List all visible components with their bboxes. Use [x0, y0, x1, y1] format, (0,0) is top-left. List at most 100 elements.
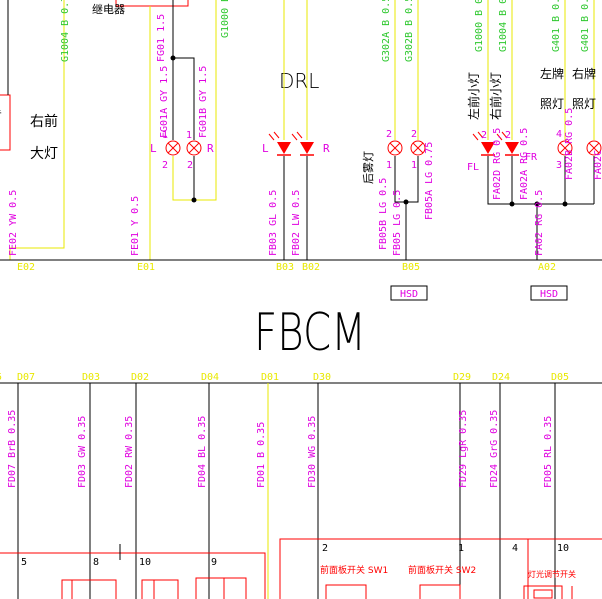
- right-headlamp-label-2: 大灯: [30, 146, 58, 162]
- switch-pin-1: 1: [458, 543, 464, 554]
- label-fg01a: FG01A GY 1.5: [159, 66, 170, 138]
- switch-pin-9: 9: [211, 557, 217, 568]
- fog-lamp-right-icon: [186, 140, 202, 156]
- junction-fg01: [170, 55, 176, 61]
- pin-d24: D24: [492, 372, 510, 383]
- plate-right-label-2: 照灯: [572, 97, 596, 111]
- switch-pin-4: 4: [512, 543, 518, 554]
- label-fa02a: FA02A RG 0.5: [519, 128, 530, 200]
- fog-pin-1b: 1: [186, 130, 192, 141]
- fog-lamp-left-icon: [165, 140, 181, 156]
- hsd-badge-2-label: HSD: [540, 289, 558, 300]
- position-led-right-icon: [496, 131, 519, 156]
- relay-label: 继电器: [92, 3, 125, 16]
- position-pin-2a: 2: [481, 130, 487, 141]
- wire-fe02: [9, 0, 65, 260]
- hsd-badge-1-label: HSD: [400, 289, 418, 300]
- right-position-label: 右前小灯: [488, 72, 503, 120]
- pin-d04: D04: [201, 372, 219, 383]
- drl-led-right-icon: [291, 131, 314, 156]
- label-g401b: G401 B 0.5: [580, 0, 591, 52]
- pin-e02: E02: [17, 262, 35, 273]
- plate-pin-3: 3: [556, 160, 562, 171]
- junction-rear-fog: [403, 199, 409, 205]
- left-position-label: 左前小灯: [466, 72, 481, 120]
- label-fd01: FD01 B 0.35: [256, 422, 267, 488]
- label-fa02b: FA02B RG 0.5: [564, 108, 575, 180]
- pin-d03: D03: [82, 372, 100, 383]
- position-pin-fr: FR: [525, 152, 538, 163]
- top-section: 继电器 亓 右前 大灯 G1004 B 0.75 FE02 YW 0.5 FE0…: [0, 0, 602, 260]
- pin-d05: D05: [551, 372, 569, 383]
- label-g401a: G401 B 0.5: [551, 0, 562, 52]
- label-fd29: FD29 LgR 0.35: [458, 410, 469, 488]
- module-title: FBCM: [254, 303, 366, 363]
- label-fg01b: FG01B GY 1.5: [198, 66, 209, 138]
- pin-d07: D07: [17, 372, 35, 383]
- pin-e01: E01: [137, 262, 155, 273]
- plate-lamp-left-icon: [557, 140, 573, 156]
- label-fd03: FD03 GW 0.35: [77, 416, 88, 488]
- label-g1004: G1004 B 0.75: [60, 0, 71, 62]
- drl-pin-l: L: [262, 142, 269, 155]
- junction-fa02: [534, 201, 540, 207]
- sw2-label: 前面板开关 SW2: [408, 564, 476, 576]
- pin-b03: B03: [276, 262, 294, 273]
- plate-lamp-right-icon: [586, 140, 602, 156]
- bottom-section: FD07 BrB 0.35 FD03 GW 0.35 FD02 RW 0.35 …: [0, 383, 602, 599]
- switch-sub-b: [141, 579, 179, 599]
- position-led-left-icon: [472, 131, 495, 156]
- fog-pin-l: L: [150, 142, 157, 155]
- junction-plate: [562, 201, 568, 207]
- pin-d02: D02: [131, 372, 149, 383]
- label-fb02: FB02 LW 0.5: [291, 190, 302, 256]
- wire-position-join: [487, 156, 594, 205]
- rear-fog-pin-1a: 1: [386, 160, 392, 171]
- label-fd24: FD24 GrG 0.35: [489, 410, 500, 488]
- pin-b02: B02: [302, 262, 320, 273]
- rear-fog-lamp-right-icon: [410, 140, 426, 156]
- label-g302a: G302A B 0.5: [381, 0, 392, 62]
- label-fe02: FE02 YW 0.5: [8, 190, 19, 256]
- drl-pin-r: R: [323, 142, 330, 155]
- junction-fog-ground: [191, 197, 197, 203]
- sw2-body: [419, 584, 461, 599]
- position-pin-2b: 2: [505, 130, 511, 141]
- switch-pin-10a: 10: [139, 557, 151, 568]
- left-frame-glyph: 亓: [0, 110, 2, 121]
- label-fg01: FG01 1.5: [156, 14, 167, 62]
- plate-right-label-1: 右牌: [572, 66, 596, 81]
- hsd-badge-2: [530, 285, 568, 301]
- plate-left-label-1: 左牌: [540, 66, 564, 81]
- label-fd02: FD02 RW 0.35: [124, 416, 135, 488]
- rear-fog-pin-1b: 1: [411, 160, 417, 171]
- label-fd07: FD07 BrB 0.35: [7, 410, 18, 488]
- drl-led-left-icon: [268, 131, 291, 156]
- switch-pin-10b: 10: [557, 543, 569, 554]
- pin-b05: B05: [402, 262, 420, 273]
- pin-a02: A02: [538, 262, 556, 273]
- switch-pin-5: 5: [21, 557, 27, 568]
- switch-sub-c: [195, 577, 247, 599]
- wire-fg01b: [173, 57, 195, 140]
- pin-d29: D29: [453, 372, 471, 383]
- fog-pin-r: R: [207, 142, 214, 155]
- label-g302b: G302B B 0.5: [404, 0, 415, 62]
- rear-fog-pin-2b: 2: [411, 129, 417, 140]
- sw1-label: 前面板开关 SW1: [320, 564, 388, 576]
- label-fa02: FA02 RG 0.5: [534, 190, 545, 256]
- label-g1000: G1000 B: [220, 0, 231, 38]
- fbcm-module: E02 E01 B03 B02 B05 A02 HSD HSD FBCM 5 D…: [0, 259, 602, 384]
- hsd-badge-1: [390, 285, 428, 301]
- plate-pin-4: 4: [556, 129, 562, 140]
- pin-partial-5: 5: [0, 372, 2, 383]
- dimmer-label: 灯光调节开关: [528, 569, 576, 579]
- dimmer-inner: [533, 589, 553, 599]
- label-fd04: FD04 BL 0.35: [197, 416, 208, 488]
- label-fe01: FE01 Y 0.5: [130, 196, 141, 256]
- dimmer-body: [523, 585, 563, 599]
- fog-pin-2a: 2: [162, 160, 168, 171]
- pin-d01: D01: [261, 372, 279, 383]
- sw1-body: [325, 584, 367, 599]
